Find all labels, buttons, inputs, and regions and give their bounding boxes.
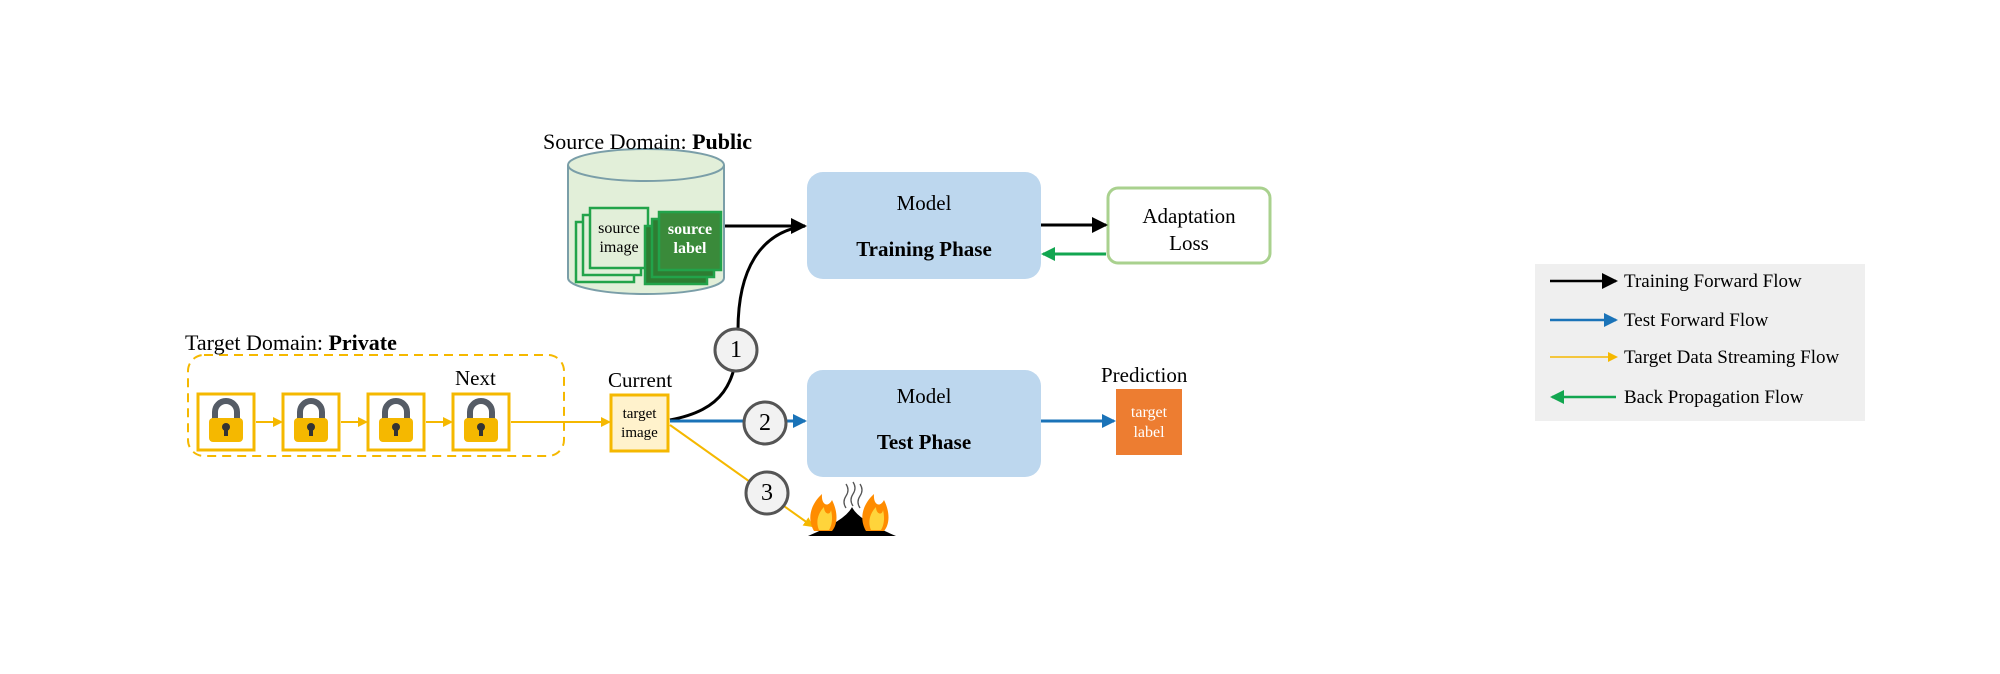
legend-test-forward: Test Forward Flow bbox=[1624, 310, 1769, 331]
lock-icon bbox=[453, 394, 509, 450]
training-phase-label: Training Phase bbox=[856, 237, 992, 261]
step-2-number: 2 bbox=[759, 410, 771, 436]
next-label: Next bbox=[455, 366, 496, 390]
prediction-title: Prediction bbox=[1101, 363, 1188, 387]
training-model-box bbox=[807, 172, 1041, 279]
step-3-circle bbox=[744, 470, 790, 516]
step-1-circle bbox=[713, 327, 759, 373]
step-2-circle bbox=[742, 400, 788, 446]
target-domain-title: Target Domain: Private bbox=[185, 330, 397, 355]
legend-training-forward: Training Forward Flow bbox=[1624, 271, 1802, 292]
source-image-stack bbox=[574, 206, 650, 284]
source-domain-title: Source Domain: Public bbox=[543, 129, 752, 154]
legend-panel bbox=[1535, 264, 1865, 421]
lock-icon bbox=[368, 394, 424, 450]
current-label: Current bbox=[608, 368, 673, 392]
target-domain-group bbox=[187, 354, 565, 457]
source-label-stack bbox=[643, 210, 723, 286]
lock-icon bbox=[198, 394, 254, 450]
adaptation-loss-box bbox=[1106, 186, 1272, 265]
step-3-number: 3 bbox=[761, 480, 773, 506]
training-model-label: Model bbox=[896, 191, 952, 215]
legend-back-propagation: Back Propagation Flow bbox=[1624, 387, 1804, 408]
legend-target-streaming: Target Data Streaming Flow bbox=[1624, 347, 1840, 368]
target-image-box bbox=[609, 393, 670, 453]
target-label-box bbox=[1116, 389, 1182, 455]
fire-icon bbox=[808, 481, 896, 536]
step-1-number: 1 bbox=[730, 337, 742, 363]
lock-icon bbox=[283, 394, 339, 450]
test-model-label: Model bbox=[896, 384, 952, 408]
test-model-box bbox=[807, 370, 1041, 477]
test-phase-label: Test Phase bbox=[876, 430, 972, 454]
